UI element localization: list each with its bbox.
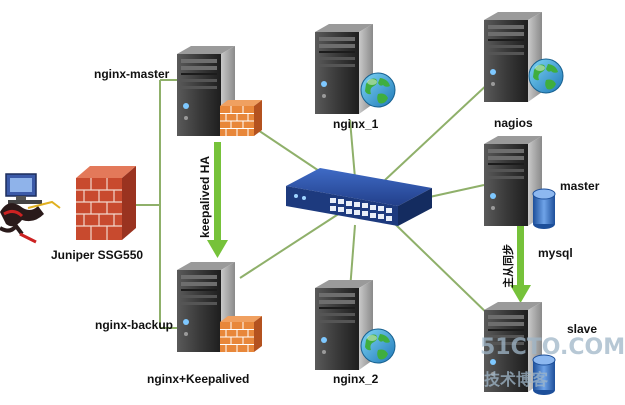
- link-slave-switch: [394, 223, 493, 319]
- globe-nagios-icon: [528, 58, 564, 94]
- link-master-db-switch: [424, 184, 485, 199]
- globe-nginx-2-icon: [360, 328, 396, 364]
- firewall-master-icon: [219, 99, 263, 137]
- server-nagios-icon: [484, 12, 542, 102]
- link-backup-switch: [239, 212, 341, 279]
- link-nginx1-switch: [349, 119, 356, 179]
- juniper-label: Juniper SSG550: [51, 248, 144, 262]
- link-nagios-switch: [384, 81, 491, 181]
- database-master-icon: [532, 188, 556, 230]
- nginx-keepalived-label: nginx+Keepalived: [147, 372, 250, 386]
- mysql-slave-label: slave: [567, 322, 598, 336]
- network-switch-icon: [286, 168, 432, 226]
- watermark-text: 51CTO.COM: [480, 335, 625, 360]
- network-diagram: nginx-master nginx-backup nginx_1 nginx_…: [0, 12, 625, 396]
- network-links: [135, 79, 493, 329]
- mysql-label: mysql: [538, 246, 573, 260]
- juniper-firewall-icon: [76, 166, 136, 240]
- nginx-1-label: nginx_1: [333, 117, 379, 131]
- nginx-backup-label: nginx-backup: [95, 318, 174, 332]
- link-nginx2-switch: [349, 224, 356, 291]
- attacker-icon: [0, 173, 61, 244]
- nginx-master-label: nginx-master: [94, 67, 170, 81]
- replication-label: 主从同步: [503, 244, 515, 288]
- keepalived-ha-arrow: [207, 142, 228, 258]
- firewall-backup-icon: [219, 315, 263, 353]
- globe-nginx-1-icon: [360, 72, 396, 108]
- keepalived-ha-label: keepalived HA: [198, 155, 212, 238]
- nagios-label: nagios: [494, 116, 533, 130]
- watermark-subtext: 技术博客: [484, 370, 549, 389]
- replication-arrow: [510, 222, 531, 303]
- nginx-2-label: nginx_2: [333, 372, 379, 386]
- mysql-master-label: master: [560, 179, 600, 193]
